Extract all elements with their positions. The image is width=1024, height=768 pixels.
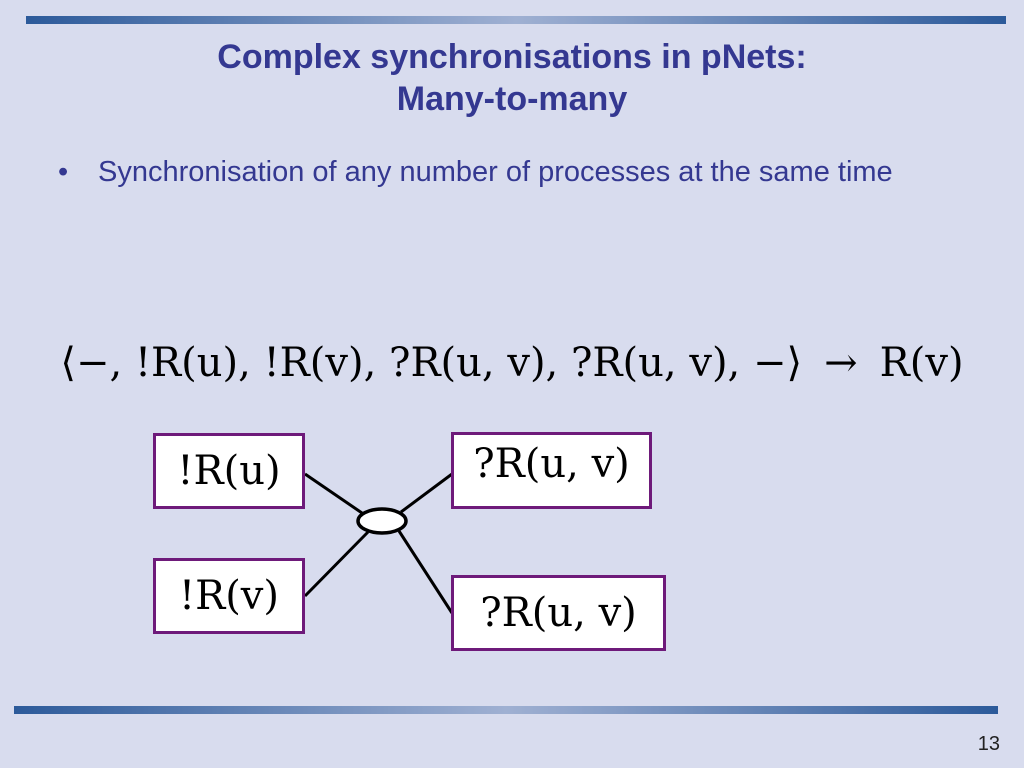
bottom-rule [14,706,998,714]
page-number: 13 [977,733,1000,755]
link-process-2 [303,530,370,598]
process-box-receive-ruv-1: ?R(u, v) [451,432,652,509]
link-process-3 [400,472,453,514]
synchronisation-formula: ⟨−, !R(u), !R(v), ?R(u, v), ?R(u, v), −⟩… [0,340,1024,386]
link-process-4 [397,530,454,614]
title-line-2: Many-to-many [396,80,628,118]
bullet-item: • Synchronisation of any number of proce… [58,152,988,192]
bullet-text: Synchronisation of any number of process… [98,156,893,188]
top-rule [26,16,1006,24]
synchronisation-node [356,507,408,535]
synchronisation-vector: ⟨−, !R(u), !R(v), ?R(u, v), ?R(u, v), −⟩ [60,340,803,386]
process-box-send-rv: !R(v) [153,558,305,634]
slide-title: Complex synchronisations in pNets: Many-… [0,36,1024,120]
result-action: R(v) [879,340,964,386]
process-box-send-ru: !R(u) [153,433,305,509]
bullet-list: • Synchronisation of any number of proce… [58,152,988,192]
bullet-marker: • [58,156,69,188]
arrow-symbol: → [824,340,858,386]
title-line-1: Complex synchronisations in pNets: [217,38,807,76]
link-process-1 [304,472,363,515]
process-box-receive-ruv-2: ?R(u, v) [451,575,666,651]
